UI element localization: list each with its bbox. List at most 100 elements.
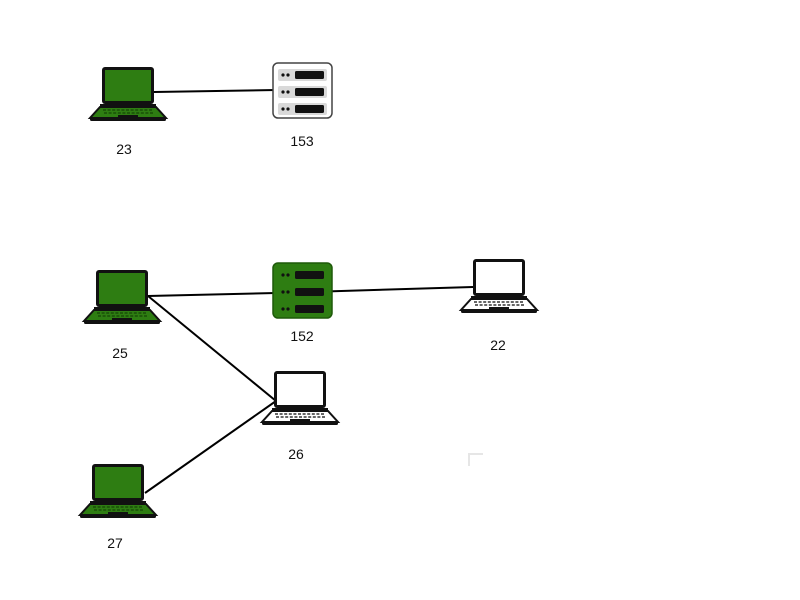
server-led bbox=[281, 90, 285, 94]
laptop-trackpad bbox=[112, 318, 132, 321]
laptop-key bbox=[103, 109, 106, 111]
edge-27-26 bbox=[144, 400, 277, 494]
node-label: 26 bbox=[288, 446, 304, 462]
laptop-key bbox=[113, 112, 117, 114]
laptop-screen bbox=[476, 262, 522, 293]
laptop-hinge bbox=[272, 408, 328, 411]
laptop-key bbox=[502, 304, 506, 306]
laptop-key bbox=[308, 416, 312, 418]
laptop-icon bbox=[77, 464, 159, 518]
laptop-key bbox=[276, 416, 279, 418]
laptop-key bbox=[120, 312, 123, 314]
laptop-key bbox=[312, 416, 316, 418]
laptop-key bbox=[108, 112, 112, 114]
laptop-key bbox=[130, 509, 134, 511]
laptop-key bbox=[322, 416, 325, 418]
server-led bbox=[286, 273, 290, 277]
laptop-key bbox=[125, 506, 129, 508]
laptop-key bbox=[294, 416, 298, 418]
laptop-key bbox=[307, 413, 311, 415]
laptop-key bbox=[101, 312, 105, 314]
laptop-key bbox=[483, 301, 487, 303]
server-led bbox=[281, 307, 285, 311]
node-label: 22 bbox=[490, 337, 506, 353]
node-25[interactable]: 25 bbox=[81, 270, 163, 361]
laptop-key bbox=[293, 413, 297, 415]
laptop-key bbox=[506, 301, 510, 303]
laptop-key bbox=[478, 301, 482, 303]
node-152[interactable]: 152 bbox=[272, 262, 333, 344]
laptop-base bbox=[461, 310, 537, 313]
laptop-key bbox=[102, 315, 106, 317]
laptop-hinge bbox=[100, 104, 156, 107]
laptop-key bbox=[316, 413, 320, 415]
node-27[interactable]: 27 bbox=[77, 464, 159, 551]
node-22[interactable]: 22 bbox=[458, 259, 540, 353]
laptop-trackpad bbox=[118, 115, 138, 118]
laptop-key bbox=[521, 304, 524, 306]
laptop-key bbox=[112, 509, 116, 511]
laptop-key bbox=[130, 109, 134, 111]
laptop-key bbox=[111, 315, 115, 317]
server-led bbox=[286, 90, 290, 94]
laptop-key bbox=[117, 509, 120, 511]
laptop-key bbox=[285, 416, 289, 418]
laptop-key bbox=[134, 506, 138, 508]
server-led bbox=[286, 107, 290, 111]
laptop-key bbox=[120, 506, 124, 508]
laptop-key bbox=[280, 416, 284, 418]
node-label: 152 bbox=[290, 328, 314, 344]
laptop-key bbox=[275, 413, 278, 415]
laptop-key bbox=[497, 301, 500, 303]
laptop-base bbox=[84, 321, 160, 324]
node-26[interactable]: 26 bbox=[259, 371, 341, 462]
server-drive bbox=[295, 271, 324, 279]
laptop-key bbox=[94, 509, 97, 511]
laptop-key bbox=[520, 301, 523, 303]
laptop-key bbox=[135, 509, 139, 511]
laptop-key bbox=[516, 304, 520, 306]
laptop-key bbox=[488, 304, 492, 306]
server-icon bbox=[272, 262, 333, 319]
server-led bbox=[281, 73, 285, 77]
laptop-key bbox=[510, 301, 514, 303]
server-led bbox=[286, 307, 290, 311]
laptop-key bbox=[131, 112, 135, 114]
laptop-icon bbox=[458, 259, 540, 313]
laptop-key bbox=[127, 112, 130, 114]
laptop-key bbox=[501, 301, 505, 303]
laptop-key bbox=[129, 506, 133, 508]
laptop-key bbox=[107, 315, 111, 317]
laptop-screen bbox=[99, 273, 145, 304]
laptop-key bbox=[111, 506, 115, 508]
laptop-key bbox=[145, 112, 149, 114]
node-153[interactable]: 153 bbox=[272, 62, 333, 149]
laptop-key bbox=[144, 315, 147, 317]
laptop-key bbox=[289, 416, 293, 418]
laptop-key bbox=[121, 109, 125, 111]
faint-corner-mark bbox=[468, 453, 483, 466]
laptop-screen bbox=[277, 374, 323, 405]
laptop-icon bbox=[259, 371, 341, 425]
laptop-key bbox=[139, 315, 143, 317]
laptop-trackpad bbox=[108, 512, 128, 515]
laptop-base bbox=[90, 118, 166, 121]
laptop-key bbox=[116, 315, 120, 317]
laptop-key bbox=[98, 509, 102, 511]
laptop-key bbox=[104, 112, 107, 114]
laptop-screen bbox=[105, 70, 151, 101]
edge-25-152 bbox=[147, 292, 277, 297]
laptop-key bbox=[492, 301, 496, 303]
node-23[interactable]: 23 bbox=[87, 67, 169, 157]
laptop-key bbox=[139, 109, 143, 111]
laptop-key bbox=[117, 112, 121, 114]
server-drive bbox=[295, 71, 324, 79]
laptop-key bbox=[93, 506, 96, 508]
server-drive bbox=[295, 105, 324, 113]
laptop-key bbox=[103, 509, 107, 511]
laptop-key bbox=[110, 312, 114, 314]
laptop-key bbox=[298, 413, 301, 415]
laptop-key bbox=[321, 413, 324, 415]
laptop-key bbox=[493, 304, 497, 306]
server-icon bbox=[272, 62, 333, 119]
